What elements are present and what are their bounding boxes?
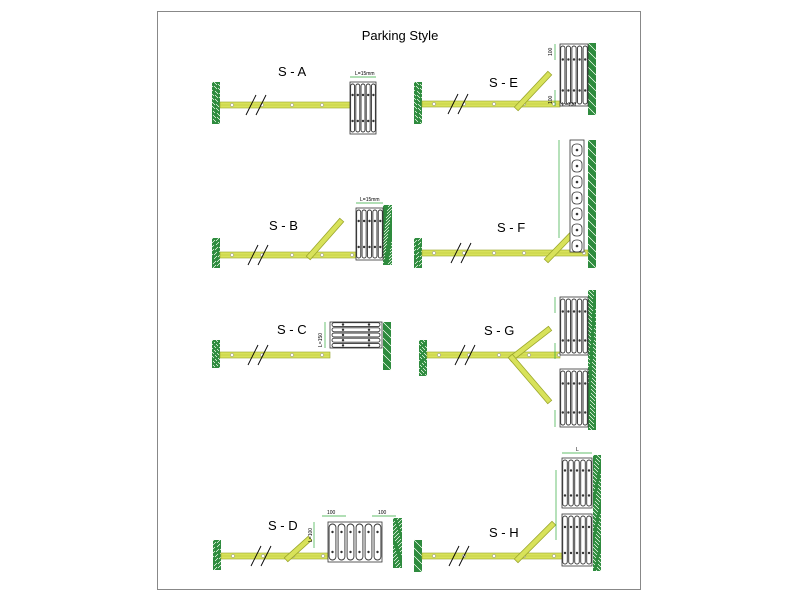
- dimension-s-e-2: 100: [548, 95, 554, 104]
- style-label-s-d: S - D: [268, 518, 298, 533]
- dimension-s-d-2: 100: [378, 510, 387, 516]
- wall-s-a: [211, 81, 221, 125]
- style-label-s-c: S - C: [277, 322, 307, 337]
- drawing-title: Parking Style: [361, 28, 439, 43]
- bike-rack-s-h-top: [561, 457, 593, 509]
- break-line: [257, 244, 269, 266]
- track-s-f: [421, 249, 589, 257]
- break-line: [247, 244, 259, 266]
- dimension-s-d-1: 100: [327, 510, 336, 516]
- wall-s-f-right: [587, 139, 597, 269]
- wall-s-e: [413, 81, 423, 125]
- track-s-g: [426, 351, 561, 359]
- break-line: [460, 242, 472, 264]
- wall-s-h: [413, 539, 423, 573]
- break-line: [457, 93, 469, 115]
- wall-s-e-right: [587, 42, 597, 116]
- track-s-d: [220, 552, 331, 560]
- break-line: [257, 344, 269, 366]
- bike-rack-s-a: [349, 81, 377, 135]
- sheet-border: [157, 11, 641, 590]
- bike-rack-s-g-bottom: [559, 368, 589, 428]
- wall-s-h-right: [592, 454, 602, 572]
- track-s-b: [219, 251, 357, 259]
- break-line: [260, 545, 272, 567]
- bike-rack-s-h-bottom: [561, 513, 593, 567]
- track-s-e: [421, 100, 561, 108]
- wall-s-g: [418, 339, 428, 377]
- dimension-s-a: L=15mm: [355, 71, 375, 77]
- style-label-s-f: S - F: [497, 220, 526, 235]
- wall-s-b-right: [382, 204, 393, 266]
- break-line: [250, 545, 262, 567]
- track-s-h: [421, 552, 563, 560]
- break-line: [245, 94, 257, 116]
- break-line: [464, 344, 476, 366]
- break-line: [255, 94, 267, 116]
- break-line: [447, 93, 459, 115]
- dimension-s-e-1: 100: [548, 47, 554, 56]
- wall-s-d: [212, 539, 222, 571]
- wall-s-c: [211, 339, 221, 369]
- wall-s-f: [413, 237, 423, 269]
- dimension-s-b: L=15mm: [360, 197, 380, 203]
- wall-s-b: [211, 237, 221, 269]
- track-s-c: [219, 351, 331, 359]
- style-label-s-h: S - H: [489, 525, 519, 540]
- wall-s-d-right: [392, 517, 403, 569]
- style-label-s-b: S - B: [269, 218, 298, 233]
- dimension-s-e-3: L=100: [562, 102, 576, 108]
- bike-rack-s-g-top: [559, 296, 589, 356]
- break-line: [458, 545, 470, 567]
- break-line: [454, 344, 466, 366]
- bike-rack-s-f: [569, 139, 585, 253]
- style-label-s-g: S - G: [484, 323, 515, 338]
- track-s-a: [219, 101, 351, 109]
- dimension-s-h: L: [576, 447, 579, 453]
- dimension-s-c: L=150: [318, 333, 324, 347]
- wall-s-c-right: [382, 321, 392, 371]
- bike-rack-s-d: [327, 521, 383, 563]
- bike-rack-s-e: [559, 43, 589, 107]
- dimension-s-d-3: L=100: [308, 528, 314, 542]
- wall-s-g-right: [587, 289, 597, 431]
- style-label-s-a: S - A: [278, 64, 307, 79]
- bike-rack-s-c: [329, 321, 383, 349]
- break-line: [247, 344, 259, 366]
- break-line: [448, 545, 460, 567]
- bike-rack-s-b: [355, 207, 384, 261]
- break-line: [450, 242, 462, 264]
- style-label-s-e: S - E: [489, 75, 518, 90]
